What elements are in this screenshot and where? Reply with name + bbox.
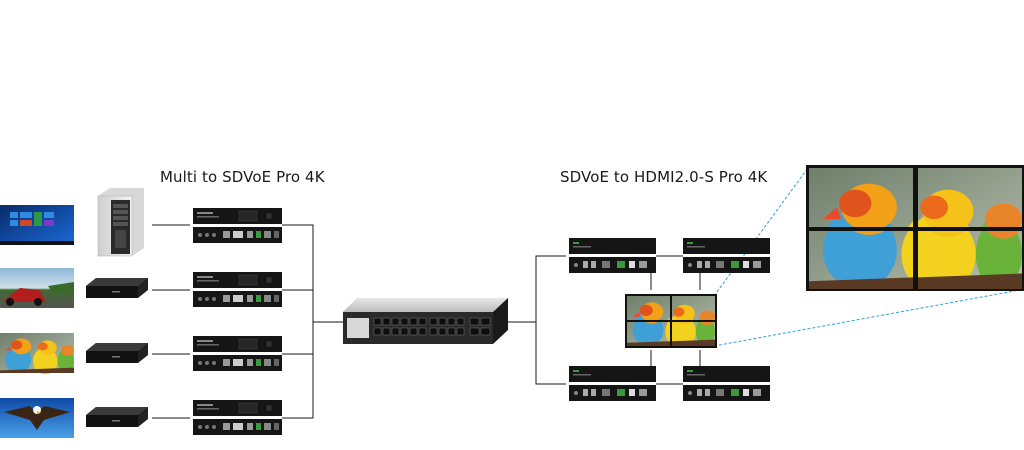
encoder-unit	[192, 207, 283, 244]
computer-tower-icon	[97, 188, 144, 257]
source-monitor-parrots	[0, 333, 74, 375]
zoom-lines	[713, 167, 1021, 347]
decoder-unit	[569, 366, 656, 401]
source-monitor-racing	[0, 268, 74, 308]
media-player-icon	[86, 407, 148, 427]
media-player-icon	[86, 343, 148, 363]
encoder-unit	[192, 335, 283, 372]
source-monitor-windows	[0, 205, 74, 245]
encoder-heading: Multi to SDVoE Pro 4K	[160, 168, 325, 186]
encoder-unit	[192, 399, 283, 436]
encoder-unit	[192, 271, 283, 308]
decoder-unit	[683, 366, 770, 401]
media-player-icon	[86, 278, 148, 298]
decoder-unit	[683, 238, 770, 273]
small-video-wall	[625, 294, 717, 348]
large-video-wall	[806, 165, 1024, 291]
cables	[152, 224, 701, 419]
decoder-heading: SDVoE to HDMI2.0-S Pro 4K	[560, 168, 768, 186]
source-monitor-eagle	[0, 398, 74, 438]
decoder-unit	[569, 238, 656, 273]
network-switch-icon	[343, 298, 508, 344]
